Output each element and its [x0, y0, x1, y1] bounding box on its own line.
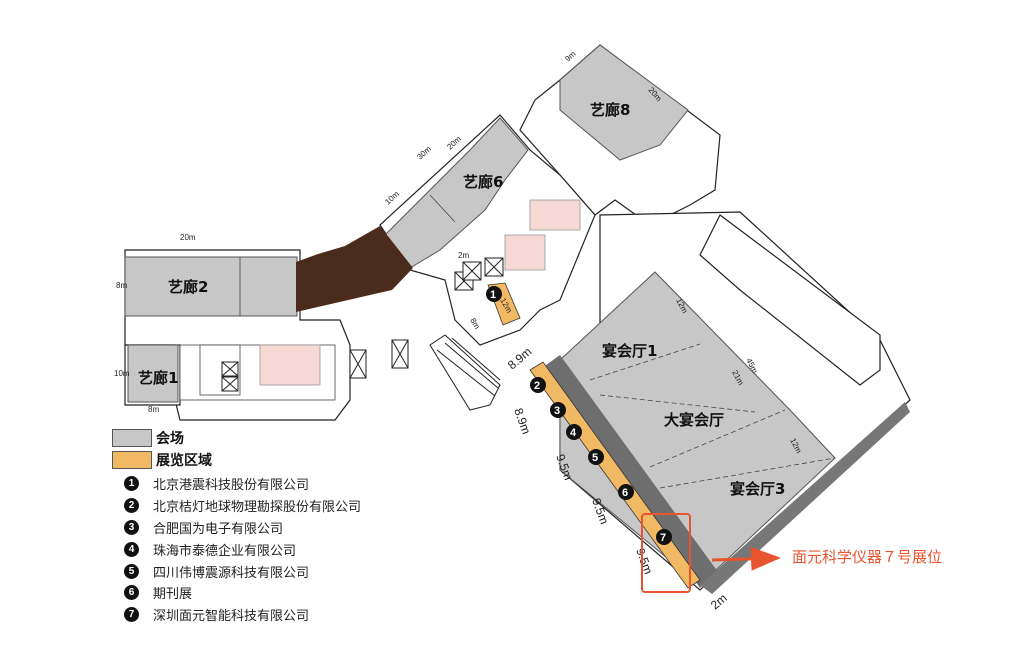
booth-marker-3: 3	[550, 402, 566, 418]
booth-markers: 1 2 3 4 5 6 7	[486, 286, 672, 545]
elevator-icon	[484, 257, 504, 277]
grand-banquet-label: 大宴会厅	[664, 411, 724, 429]
exhibitor-list: 1 北京港震科技股份有限公司 2 北京桔灯地球物理勘探股份有限公司 3 合肥国为电子有…	[112, 473, 361, 626]
number-badge: 7	[124, 607, 139, 623]
exhibitor-name: 北京港震科技股份有限公司	[153, 478, 310, 494]
gallery-1-label: 艺廊1	[138, 369, 178, 387]
dim-g1-height: 10m	[114, 369, 130, 378]
svg-text:6: 6	[622, 487, 628, 499]
dim-g2-width: 20m	[180, 233, 196, 242]
svg-text:5: 5	[592, 452, 598, 464]
number-badge: 1	[124, 476, 139, 492]
elevator-icon	[221, 376, 239, 392]
stair-icon	[429, 334, 501, 411]
gallery-1-area	[127, 344, 179, 403]
legend: 会场 展览区域 1 北京港震科技股份有限公司 2 北京桔灯地球物理勘探股份有限公司 …	[112, 427, 361, 626]
exhibitor-name: 期刊展	[153, 587, 193, 603]
legend-expo-row: 展览区域	[112, 449, 361, 471]
elevator-icon	[221, 361, 239, 377]
number-badge: 2	[124, 498, 139, 514]
exhibitor-item: 4 珠海市泰德企业有限公司	[112, 538, 361, 560]
exhibitor-item: 2 北京桔灯地球物理勘探股份有限公司	[112, 495, 361, 517]
legend-venue-row: 会场	[112, 427, 361, 449]
elevator-icon	[349, 349, 367, 379]
dark-area	[296, 226, 413, 312]
gallery-2-area	[124, 256, 298, 317]
dim-g1-width: 8m	[148, 405, 159, 414]
expo-label: 展览区域	[156, 453, 212, 469]
exhibitor-name: 珠海市泰德企业有限公司	[153, 543, 297, 559]
booth-marker-7: 7	[656, 529, 672, 545]
dim-g6-top-inner: 20m	[445, 134, 463, 151]
corridor-area	[542, 355, 718, 588]
exhibitor-item: 7 深圳面元智能科技有限公司	[112, 604, 361, 626]
gallery-2-label: 艺廊2	[168, 278, 208, 296]
elevator-icon	[462, 261, 482, 281]
exhibitor-name: 深圳面元智能科技有限公司	[153, 609, 310, 625]
svg-text:3: 3	[554, 405, 560, 417]
gallery-6-label: 艺廊6	[463, 173, 503, 191]
dim-expo-start: 8.9m	[505, 344, 534, 372]
expo-areas	[487, 282, 701, 589]
svg-text:2: 2	[534, 380, 540, 392]
exhibitor-item: 1 北京港震科技股份有限公司	[112, 473, 361, 495]
corridor-south	[700, 402, 910, 594]
expo-swatch	[112, 451, 152, 469]
dim-lobby-a: 2m	[458, 251, 469, 260]
dim-g6-side: 10m	[383, 189, 401, 206]
gallery-8-area	[559, 44, 689, 161]
booth-7-highlight	[641, 513, 691, 593]
exhibitor-item: 5 四川伟博震源科技有限公司	[112, 560, 361, 582]
svg-text:1: 1	[490, 289, 496, 301]
svg-text:4: 4	[570, 427, 577, 439]
banquet-1-label: 宴会厅1	[602, 342, 657, 360]
venue-label: 会场	[156, 431, 184, 447]
elevator-icon	[391, 339, 409, 369]
booth-7-arrow	[711, 546, 781, 571]
gallery-6-area	[384, 117, 529, 269]
exhibitor-name: 合肥国为电子有限公司	[153, 521, 284, 537]
expo-strip-main	[529, 361, 701, 589]
dim-bottom: 2m	[708, 591, 730, 612]
svg-text:7: 7	[660, 532, 666, 544]
interior-lines	[179, 194, 836, 489]
dim-seg1: 8.9m	[511, 406, 533, 436]
dim-seg4: 9.5m	[633, 546, 655, 576]
exhibitor-name: 北京桔灯地球物理勘探股份有限公司	[153, 500, 362, 516]
venue-swatch	[112, 429, 152, 447]
booth-marker-6: 6	[618, 484, 634, 500]
booth-marker-2: 2	[530, 377, 546, 393]
banquet-3-label: 宴会厅3	[730, 480, 785, 498]
dim-g8-top: 9m	[563, 49, 578, 63]
dim-g2-height: 8m	[116, 281, 127, 290]
gallery-8-label: 艺廊8	[590, 101, 630, 119]
elevators	[221, 257, 504, 392]
booth-marker-5: 5	[588, 449, 604, 465]
exhibitor-item: 3 合肥国为电子有限公司	[112, 517, 361, 539]
booth-marker-4: 4	[566, 424, 582, 440]
number-badge: 4	[124, 541, 139, 557]
number-badge: 6	[124, 585, 139, 601]
dim-g6-top: 30m	[415, 144, 433, 161]
booth-7-note: 面元科学仪器７号展位	[792, 548, 943, 566]
exhibitor-item: 6 期刊展	[112, 582, 361, 604]
number-badge: 3	[124, 519, 139, 535]
booth-marker-1: 1	[486, 286, 502, 302]
number-badge: 5	[124, 563, 139, 579]
exhibitor-name: 四川伟博震源科技有限公司	[153, 565, 310, 581]
